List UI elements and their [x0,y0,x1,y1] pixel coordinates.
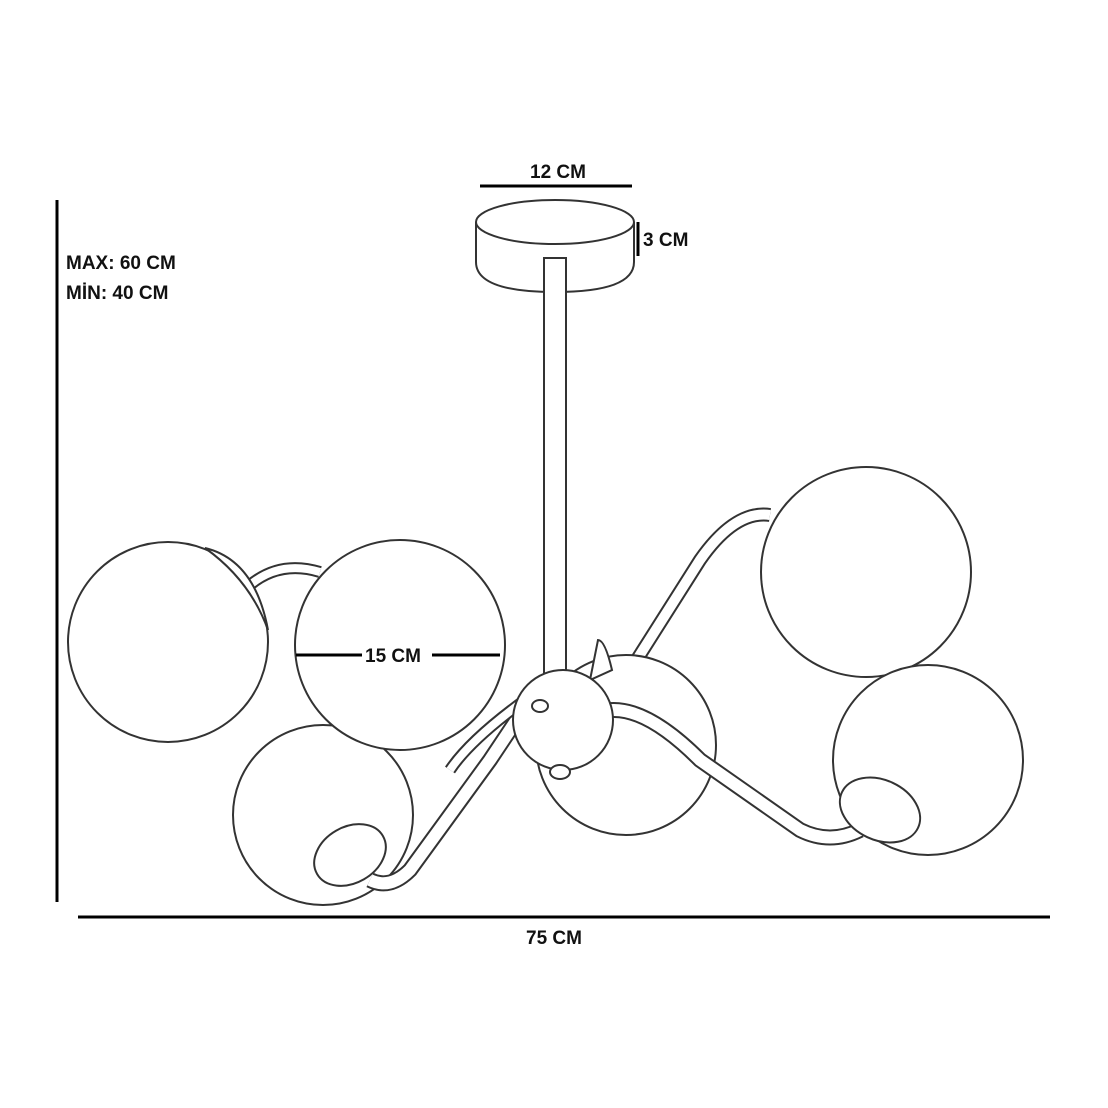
height-max-label: MAX: 60 CM [66,253,176,274]
canopy-top [475,199,635,245]
globe-diameter-label: 15 CM [365,646,421,667]
canopy-width-label: 12 CM [530,162,586,183]
hub-screw [549,764,571,780]
canopy-height-label: 3 CM [643,230,689,251]
globe-holder [588,638,614,682]
arm [600,509,771,713]
arm [598,704,863,844]
globe-holder [838,776,922,844]
total-width-label: 75 CM [526,928,582,949]
arm [367,696,535,890]
center-hub [512,669,614,771]
hub-screw [531,699,549,713]
rod [543,257,567,684]
globe-holder [313,823,387,887]
height-min-label: MİN: 40 CM [66,283,169,304]
globe [67,541,269,743]
globe-holder [204,547,269,631]
globe [760,466,972,678]
arm [247,564,322,589]
globe [294,539,506,751]
